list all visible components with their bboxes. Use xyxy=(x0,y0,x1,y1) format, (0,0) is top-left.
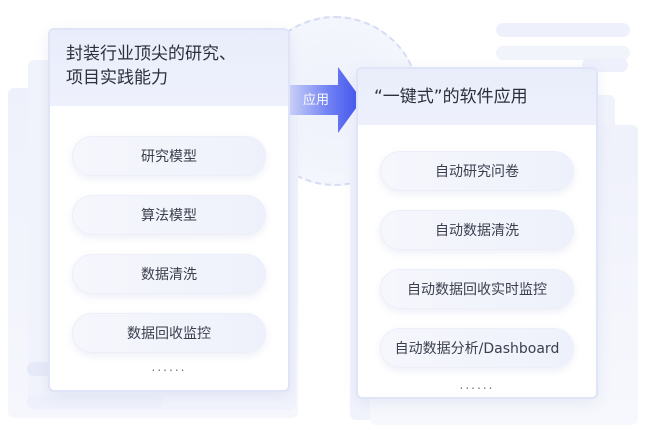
capability-card: 封装行业顶尖的研究、 项目实践能力 研究模型 算法模型 数据清洗 数据回收监控 … xyxy=(48,28,290,392)
arrow-label: 应用 xyxy=(302,93,329,108)
decorative-bar xyxy=(27,395,163,409)
decorative-bar xyxy=(496,23,630,37)
software-item: 自动数据分析/Dashboard xyxy=(380,328,574,368)
software-card: “一键式”的软件应用 自动研究问卷 自动数据清洗 自动数据回收实时监控 自动数据… xyxy=(356,67,598,399)
software-card-title: “一键式”的软件应用 xyxy=(374,87,528,107)
capability-item: 数据回收监控 xyxy=(72,313,266,353)
more-ellipsis: ...... xyxy=(151,360,187,374)
more-ellipsis: ...... xyxy=(459,378,495,392)
capability-item: 研究模型 xyxy=(72,136,266,176)
software-item: 自动数据回收实时监控 xyxy=(380,269,574,309)
software-card-header: “一键式”的软件应用 xyxy=(358,69,596,125)
capability-item: 数据清洗 xyxy=(72,254,266,294)
software-item: 自动研究问卷 xyxy=(380,151,574,191)
capability-item: 算法模型 xyxy=(72,195,266,235)
capability-card-header: 封装行业顶尖的研究、 项目实践能力 xyxy=(50,30,288,106)
software-item: 自动数据清洗 xyxy=(380,210,574,250)
capability-card-title-line1: 封装行业顶尖的研究、 xyxy=(66,44,236,64)
arrow-right-icon xyxy=(290,67,362,133)
decorative-bar xyxy=(496,46,630,60)
capability-card-title-line2: 项目实践能力 xyxy=(66,68,168,88)
